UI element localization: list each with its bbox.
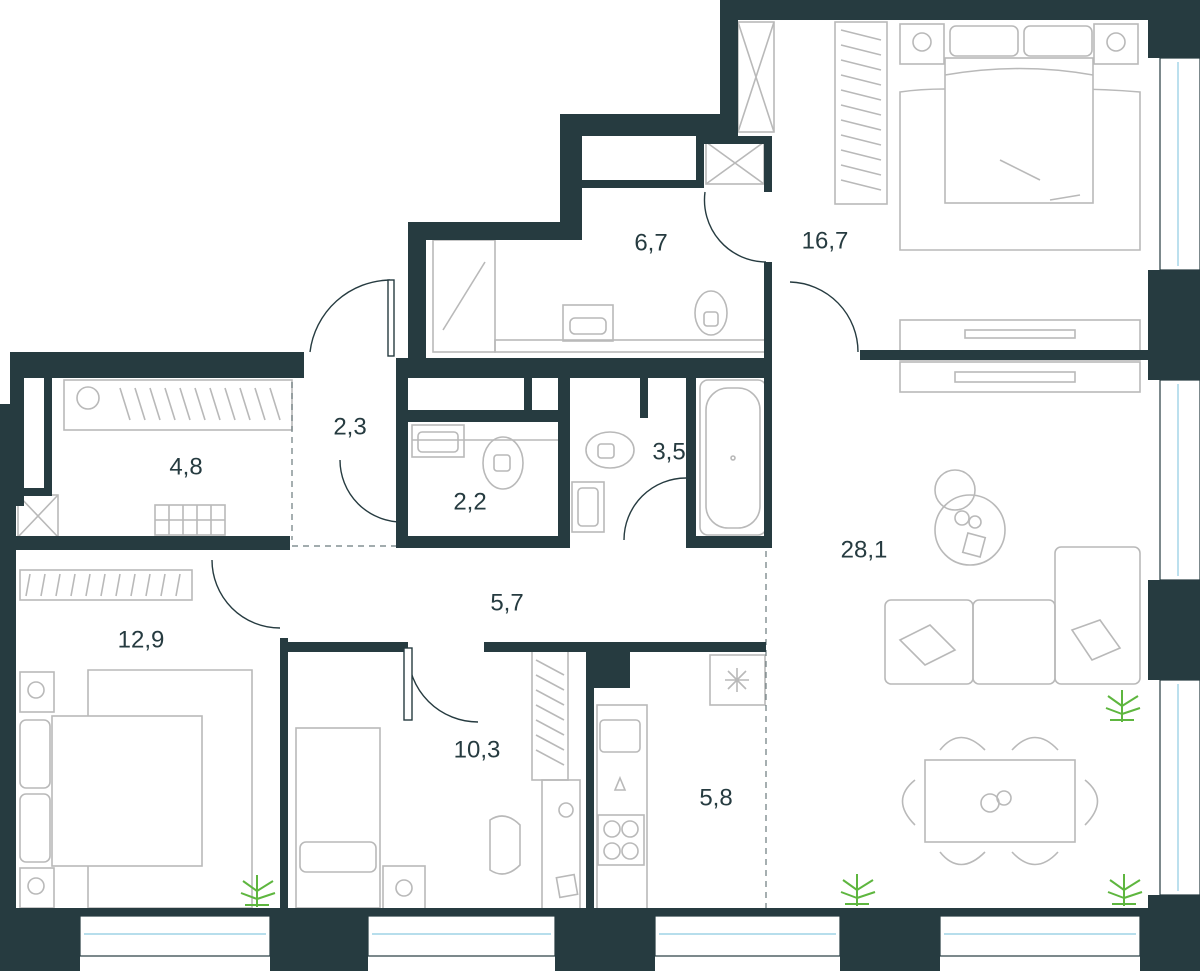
tv-unit (899, 319, 1141, 393)
label-wc: 2,2 (453, 488, 486, 515)
label-bathroom-main: 6,7 (634, 229, 667, 256)
label-bedroom-left: 12,9 (118, 626, 165, 653)
label-living-room: 28,1 (841, 536, 888, 563)
doors (211, 191, 859, 723)
label-corridor: 5,7 (490, 589, 523, 616)
storage-fixtures (17, 379, 293, 538)
area-labels: 16,7 6,7 2,3 4,8 2,2 3,5 28,1 5,7 12,9 1… (118, 227, 888, 811)
bed-master (899, 23, 1141, 251)
wardrobe-master (834, 21, 888, 205)
kitchen-furniture (596, 654, 766, 911)
plant-icons (240, 690, 1143, 907)
label-storage: 4,8 (169, 453, 202, 480)
label-kitchen: 5,8 (699, 784, 732, 811)
bathroom-main-fixtures (432, 239, 766, 353)
label-bathroom: 3,5 (652, 438, 685, 465)
label-bedroom-child: 10,3 (454, 736, 501, 763)
label-master-bedroom: 16,7 (802, 227, 849, 254)
windows (79, 57, 1200, 957)
bedroom-left-furniture (19, 569, 253, 909)
wc-fixtures (411, 424, 560, 490)
shelf-master (705, 21, 775, 185)
zone-lines (291, 382, 767, 910)
bedroom-child-furniture (295, 649, 581, 911)
living-furniture (884, 469, 1141, 866)
label-hall-small: 2,3 (333, 413, 366, 440)
